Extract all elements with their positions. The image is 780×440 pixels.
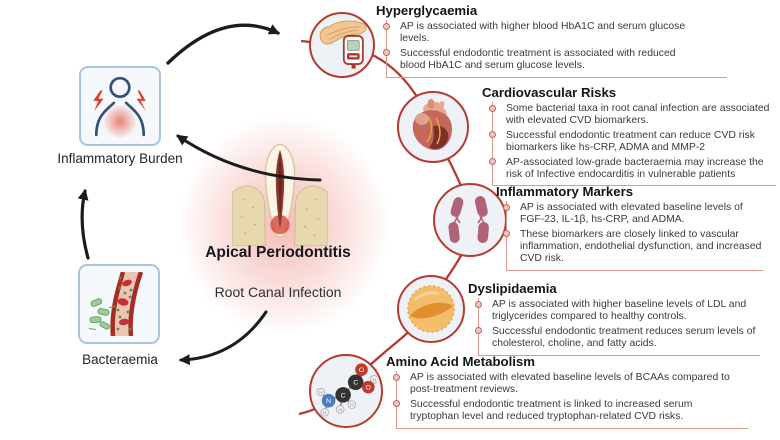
bullet-item: AP is associated with higher blood HbA1C… [383, 21, 727, 45]
section-rail: Some bacterial taxa in root canal infect… [489, 102, 776, 187]
bullet-item: Successful endodontic treatment can redu… [489, 130, 776, 154]
lipid-sphere-icon [407, 285, 455, 333]
cardiovascular-node [397, 91, 469, 163]
inflammation-glow [178, 115, 390, 335]
bullet-item: Some bacterial taxa in root canal infect… [489, 103, 776, 127]
bullet-item: Successful endodontic treatment is linke… [393, 399, 748, 423]
bullet-item: AP-associated low-grade bacteraemia may … [489, 157, 776, 181]
svg-text:O: O [359, 367, 364, 374]
blood-vessel-bacteria-icon [88, 272, 144, 336]
section-rail: AP is associated with elevated baseline … [503, 201, 763, 271]
section-title: Inflammatory Markers [496, 184, 634, 199]
section-rail: AP is associated with higher baseline le… [475, 298, 760, 356]
amino-acid-molecule-icon: N CC O O H H H H H [316, 363, 377, 417]
svg-text:H: H [338, 407, 342, 413]
bullet-item: AP is associated with higher baseline le… [475, 299, 760, 323]
inflamed-person-icon [93, 76, 146, 139]
bullet-item: AP is associated with elevated baseline … [393, 372, 748, 396]
chromosomes-icon [448, 196, 489, 244]
center-subtitle: Root Canal Infection [214, 284, 342, 300]
bullet-ring-icon [489, 158, 496, 166]
bullet-ring-icon [475, 300, 482, 308]
bullet-item: These biomarkers are closely linked to v… [503, 229, 763, 265]
bullet-ring-icon [503, 230, 510, 238]
bullet-item: Successful endodontic treatment reduces … [475, 326, 760, 350]
svg-text:H: H [350, 403, 354, 409]
inflammatory-burden-label: Inflammatory Burden [57, 151, 183, 166]
svg-text:H: H [372, 377, 376, 383]
section-cardiovascular-risks: Cardiovascular Risks Some bacterial taxa… [482, 85, 776, 187]
svg-text:O: O [366, 385, 371, 392]
bullet-ring-icon [393, 373, 400, 381]
arrow-bacteraemia-to-burden [77, 188, 90, 260]
section-title: Cardiovascular Risks [482, 85, 617, 100]
bullet-ring-icon [489, 131, 496, 139]
bullet-ring-icon [489, 104, 496, 112]
pancreas-glucometer-icon [319, 20, 367, 69]
section-title: Amino Acid Metabolism [386, 354, 535, 369]
bullet-item: AP is associated with elevated baseline … [503, 202, 763, 226]
section-hyperglycaemia: Hyperglycaemia AP is associated with hig… [376, 3, 727, 78]
svg-text:H: H [323, 410, 327, 416]
bullet-ring-icon [383, 22, 390, 30]
bullet-ring-icon [503, 203, 510, 211]
section-amino-acid-metabolism: Amino Acid Metabolism AP is associated w… [386, 354, 748, 429]
section-rail: AP is associated with elevated baseline … [393, 371, 748, 429]
bacteraemia-label: Bacteraemia [82, 352, 158, 367]
bacteraemia-node [78, 264, 160, 344]
section-inflammatory-markers: Inflammatory Markers AP is associated wi… [496, 184, 763, 271]
section-rail: AP is associated with higher blood HbA1C… [383, 20, 727, 78]
svg-text:C: C [353, 380, 358, 387]
bullet-item: Successful endodontic treatment is assoc… [383, 48, 727, 72]
svg-text:H: H [319, 390, 323, 396]
bullet-ring-icon [383, 49, 390, 57]
section-title: Hyperglycaemia [376, 3, 478, 18]
center-title: Apical Periodontitis [205, 244, 351, 261]
bullet-ring-icon [393, 400, 400, 408]
section-title: Dyslipidaemia [468, 281, 557, 296]
dyslipidaemia-node [397, 275, 465, 343]
inflammatory-burden-node [79, 66, 161, 146]
bullet-ring-icon [475, 327, 482, 335]
hyperglycaemia-node [309, 12, 375, 78]
arrow-burden-to-hyperglycaemia [166, 23, 280, 65]
svg-text:N: N [326, 398, 331, 405]
section-dyslipidaemia: Dyslipidaemia AP is associated with high… [468, 281, 760, 356]
anatomical-heart-icon [412, 99, 452, 151]
svg-text:C: C [341, 392, 346, 399]
